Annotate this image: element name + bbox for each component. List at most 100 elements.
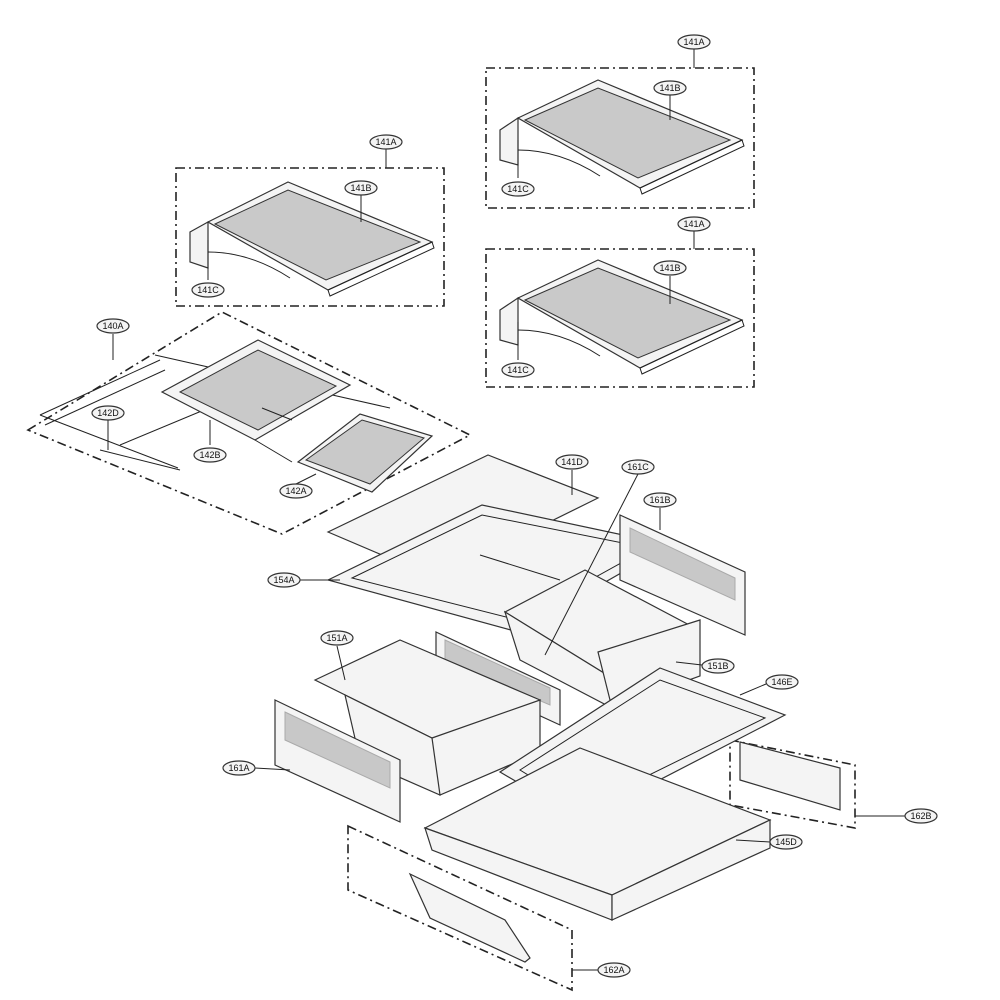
bracket-curve bbox=[207, 251, 291, 279]
callout-141A-top: 141A bbox=[677, 34, 711, 50]
callout-141A-mid: 141A bbox=[677, 216, 711, 232]
callout-label: 142D bbox=[97, 408, 119, 418]
frame-shelf-mid-right bbox=[485, 248, 755, 388]
callout-bubble bbox=[501, 181, 535, 197]
callout-bubble bbox=[653, 80, 687, 96]
pan-145D-front bbox=[611, 819, 771, 921]
callout-142B: 142B bbox=[193, 447, 227, 463]
callout-161B: 161B bbox=[643, 492, 677, 508]
frame-162B bbox=[729, 739, 856, 829]
callout-bubble bbox=[96, 318, 130, 334]
callout-bubble bbox=[344, 180, 378, 196]
shelf-bracket bbox=[499, 296, 519, 346]
divider-161A bbox=[274, 699, 401, 823]
slide-bar bbox=[254, 439, 293, 463]
callout-label: 142B bbox=[199, 450, 220, 460]
shelf-glass bbox=[213, 189, 422, 281]
folding-shelf-140A bbox=[39, 339, 434, 493]
callout-141B-mid: 141B bbox=[653, 260, 687, 276]
shelf-bracket bbox=[499, 116, 519, 166]
callout-151B: 151B bbox=[701, 658, 735, 674]
callout-bubble bbox=[555, 454, 589, 470]
callout-141D: 141D bbox=[555, 454, 589, 470]
callout-bubble bbox=[91, 405, 125, 421]
callout-bubble bbox=[597, 962, 631, 978]
shelf-front-trim bbox=[639, 319, 745, 375]
callout-label: 141A bbox=[375, 137, 396, 147]
callout-bubble bbox=[193, 447, 227, 463]
callout-bubble bbox=[677, 34, 711, 50]
callout-142A: 142A bbox=[279, 483, 313, 499]
callout-154A: 154A bbox=[267, 572, 301, 588]
divider-161B bbox=[619, 514, 746, 636]
callout-label: 141B bbox=[659, 83, 680, 93]
callout-label: 141D bbox=[561, 457, 583, 467]
callout-label: 154A bbox=[273, 575, 294, 585]
callout-145D: 145D bbox=[769, 834, 803, 850]
callout-146E: 146E bbox=[765, 674, 799, 690]
crisper-drawer-151A bbox=[313, 639, 542, 796]
callout-label: 146E bbox=[771, 677, 792, 687]
frame-162A bbox=[347, 824, 573, 992]
callout-bubble bbox=[222, 760, 256, 776]
callout-label: 141C bbox=[507, 184, 529, 194]
callout-label: 141A bbox=[683, 219, 704, 229]
callout-label: 141C bbox=[507, 365, 529, 375]
frame-shelf-top-right bbox=[485, 67, 755, 209]
callout-label: 151B bbox=[707, 661, 728, 671]
rail-162A-body bbox=[408, 872, 531, 963]
callout-161A: 161A bbox=[222, 760, 256, 776]
callout-bubble bbox=[653, 260, 687, 276]
pan-145D bbox=[423, 747, 772, 921]
callout-162B: 162B bbox=[904, 808, 938, 824]
shelf-bracket bbox=[189, 220, 209, 269]
shelf-glass bbox=[523, 87, 732, 179]
callout-bubble bbox=[643, 492, 677, 508]
divider-161A-body bbox=[274, 699, 401, 823]
callout-bubble bbox=[369, 134, 403, 150]
divider-161B-body bbox=[619, 514, 746, 636]
drawer-151B-front bbox=[597, 619, 701, 709]
shelf-141A-top bbox=[499, 79, 745, 195]
crisper-drawer-151B bbox=[503, 569, 701, 709]
callout-bubble bbox=[769, 834, 803, 850]
rail-162B bbox=[739, 741, 841, 811]
divider-161B-vents bbox=[629, 527, 736, 601]
callout-141A-left: 141A bbox=[369, 134, 403, 150]
rail-front bbox=[99, 449, 181, 471]
callout-bubble bbox=[320, 630, 354, 646]
callout-bubble bbox=[501, 362, 535, 378]
callout-bubble bbox=[904, 808, 938, 824]
callout-label: 145D bbox=[775, 837, 797, 847]
callout-label: 161A bbox=[228, 763, 249, 773]
bracket-curve bbox=[517, 149, 601, 177]
callout-bubble bbox=[279, 483, 313, 499]
callout-label: 141C bbox=[197, 285, 219, 295]
divider-161A-vents bbox=[284, 711, 391, 789]
callout-141C-mid: 141C bbox=[501, 362, 535, 378]
callout-bubble bbox=[621, 459, 655, 475]
shelf-141A-mid bbox=[499, 259, 745, 375]
rail-side-left bbox=[39, 414, 179, 469]
rail-162A bbox=[408, 872, 531, 963]
callout-label: 141A bbox=[683, 37, 704, 47]
shelf-front-trim bbox=[327, 241, 435, 297]
callout-label: 162A bbox=[603, 965, 624, 975]
callout-bubble bbox=[765, 674, 799, 690]
callout-141C-top: 141C bbox=[501, 181, 535, 197]
callout-label: 161C bbox=[627, 462, 649, 472]
callout-142D: 142D bbox=[91, 405, 125, 421]
shelf-141A-left bbox=[189, 181, 435, 297]
shelf-142A-glass bbox=[304, 419, 426, 485]
rail-back-inner bbox=[44, 369, 166, 426]
divider-161C-vents bbox=[444, 639, 551, 706]
callout-140A: 140A bbox=[96, 318, 130, 334]
callout-label: 141B bbox=[350, 183, 371, 193]
shelf-glass bbox=[523, 267, 732, 359]
callout-bubble bbox=[677, 216, 711, 232]
callout-161C: 161C bbox=[621, 459, 655, 475]
callout-label: 151A bbox=[326, 633, 347, 643]
shelf-front-trim bbox=[639, 139, 745, 195]
